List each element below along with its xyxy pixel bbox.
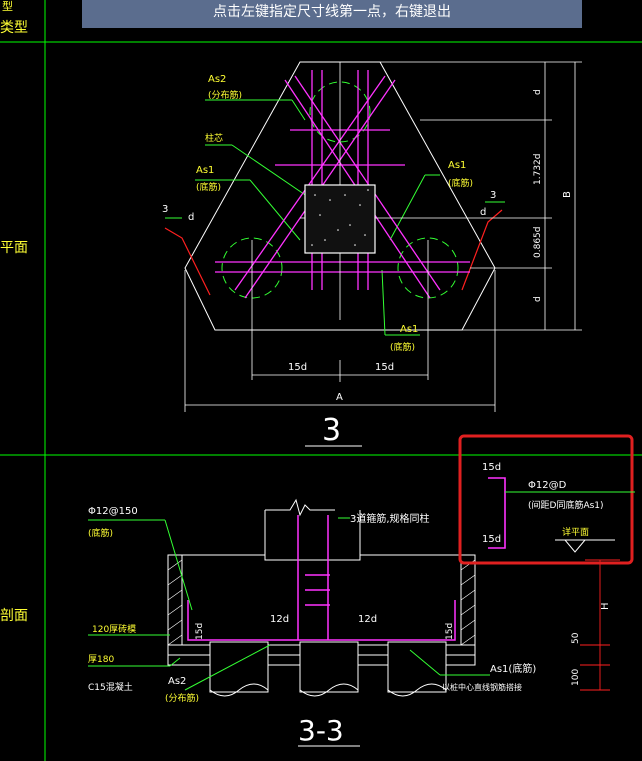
- label-d-left: d: [188, 212, 194, 223]
- dim-right-0865d: 0.865d: [533, 227, 543, 258]
- frame-label-type: 类型: [0, 20, 28, 36]
- column-core: [304, 184, 376, 254]
- callout-phi-d-note: (间距D同底筋As1): [528, 499, 604, 511]
- label-cushion-thk: 厚180: [88, 654, 114, 665]
- label-15d-left-section: 15d: [195, 623, 205, 640]
- dim-100: 100: [571, 669, 581, 686]
- label-column: 柱芯: [205, 132, 223, 144]
- dim-15d-right: 15d: [375, 362, 394, 373]
- dim-right-d-bottom: d: [533, 296, 543, 302]
- frame-label-section: 剖面: [0, 608, 28, 624]
- label-12d-right: 12d: [358, 614, 377, 625]
- piles: [209, 641, 447, 693]
- label-concrete: C15混凝土: [88, 681, 133, 693]
- callout-15d-bottom: 15d: [482, 534, 501, 545]
- label-as1-right-note: (底筋): [448, 177, 473, 189]
- label-d-right: d: [480, 207, 486, 218]
- plan-bottom-dims: [184, 270, 496, 412]
- label-12d-left: 12d: [270, 614, 289, 625]
- section-cut-left: [164, 227, 211, 296]
- section-rebar: [187, 515, 456, 641]
- label-as1-bottom-note: (底筋): [390, 341, 415, 353]
- column-stub: [264, 498, 361, 555]
- column-hatch: [311, 189, 369, 246]
- label-cut-mark-left: 3: [162, 204, 168, 215]
- label-as2-section-note: (分布筋): [165, 692, 199, 704]
- label-as2: As2: [208, 74, 226, 85]
- pile-circle-right: [397, 237, 459, 299]
- plan-view: As2 (分布筋) 柱芯 As1 (底筋) As1 (底筋) As1 (底筋) …: [162, 61, 582, 448]
- dim-15d-left: 15d: [288, 362, 307, 373]
- callout-rebar: [488, 477, 506, 549]
- pile-circle-left: [221, 237, 283, 299]
- label-as1-section: As1(底筋): [490, 662, 536, 675]
- label-as1-left: As1: [196, 165, 214, 176]
- label-cut-mark-right: 3: [490, 190, 496, 201]
- pile-breaks: [209, 683, 447, 697]
- section-title: 3-3: [298, 714, 344, 747]
- section-right-dims: [580, 559, 620, 691]
- wall-hatch: [167, 559, 476, 646]
- detail-callout[interactable]: 15d Φ12@D (间距D同底筋As1) 15d 详平面: [458, 434, 635, 565]
- label-phi150: Φ12@150: [88, 506, 138, 517]
- label-15d-right-section: 15d: [445, 623, 455, 640]
- section-cut-right: [461, 209, 503, 291]
- label-as1-right: As1: [448, 160, 466, 171]
- label-as2-note: (分布筋): [208, 89, 242, 101]
- frame-label-plan: 平面: [0, 240, 28, 256]
- command-prompt-text: 点击左键指定尺寸线第一点，右键退出: [213, 4, 451, 20]
- plan-title: 3: [322, 413, 341, 448]
- dim-50: 50: [571, 632, 581, 644]
- label-as2-section: As2: [168, 676, 186, 687]
- callout-15d-top: 15d: [482, 462, 501, 473]
- command-prompt-bar: 点击左键指定尺寸线第一点，右键退出: [82, 0, 582, 28]
- dim-a: A: [336, 392, 343, 403]
- dim-right-b: B: [562, 191, 573, 198]
- label-stirrups: 3道箍筋,规格同柱: [350, 512, 430, 525]
- dim-h: H: [600, 602, 611, 610]
- pile-circle-top: [309, 81, 371, 143]
- label-wall: 120厚砖模: [92, 623, 136, 635]
- callout-phi-d: Φ12@D: [528, 480, 567, 491]
- section-view: Φ12@150 (底筋) 3道箍筋,规格同柱 120厚砖模 厚180 C15混凝…: [88, 498, 620, 747]
- ground-symbol-icon: [555, 539, 615, 553]
- label-pile-note: 以桩中心直线钢筋搭接: [442, 682, 522, 692]
- callout-highlight-box[interactable]: [458, 434, 634, 565]
- dim-right-d-top: d: [533, 89, 543, 95]
- frame-label-top: 型: [2, 0, 13, 13]
- section-leaders: [88, 517, 490, 691]
- callout-ground-label: 详平面: [562, 526, 589, 538]
- label-as1-left-note: (底筋): [196, 181, 221, 193]
- plan-right-dims: [380, 61, 582, 331]
- label-phi150-note: (底筋): [88, 527, 113, 539]
- label-as1-bottom: As1: [400, 324, 418, 335]
- section-cap-outline: [167, 554, 476, 656]
- dim-right-1732d: 1.732d: [533, 154, 543, 185]
